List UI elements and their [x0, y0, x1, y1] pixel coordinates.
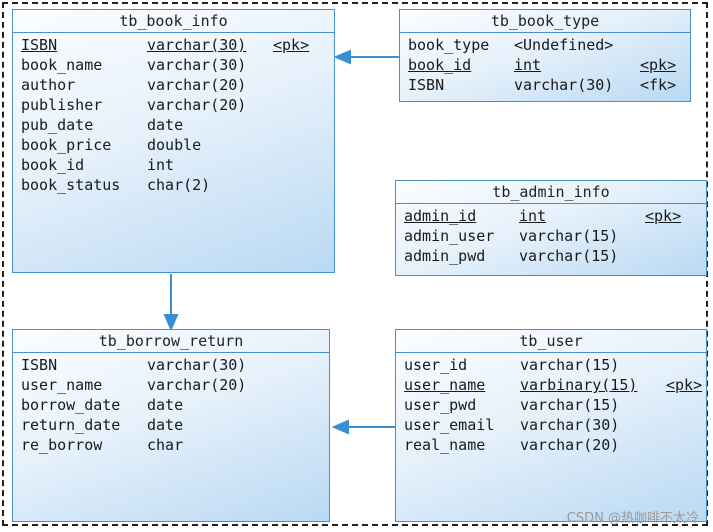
column-list: user_id varchar(15) user_name varbinary(15)…	[396, 353, 706, 455]
column-type: varchar(20)	[147, 76, 247, 94]
column-key: <pk>	[645, 207, 682, 225]
column-row: book_id int <pk>	[408, 55, 690, 75]
arrowhead-user-borrowreturn	[331, 419, 349, 435]
column-name: user_name	[404, 376, 486, 394]
column-row: book_id int	[21, 155, 334, 175]
column-name: user_pwd	[404, 396, 477, 414]
column-key: <fk>	[640, 76, 677, 94]
column-row: book_name varchar(30)	[21, 55, 334, 75]
column-type: int	[519, 207, 547, 225]
watermark: CSDN @热咖啡不太冷	[566, 511, 699, 526]
column-row: re_borrow char	[21, 435, 329, 455]
column-key: <pk>	[666, 376, 703, 394]
column-name: ISBN	[21, 36, 58, 54]
column-name: publisher	[21, 96, 103, 114]
column-name: book_name	[21, 56, 103, 74]
arrowhead-booktype-bookinfo	[333, 49, 351, 65]
column-key: <pk>	[273, 36, 310, 54]
column-type: varbinary(15)	[520, 376, 638, 394]
column-type: date	[147, 416, 184, 434]
entity-title: tb_user	[396, 330, 706, 353]
column-name: real_name	[404, 436, 486, 454]
arrowhead-bookinfo-borrowreturn	[163, 314, 179, 332]
column-row: admin_id int <pk>	[404, 206, 706, 226]
column-name: admin_pwd	[404, 247, 486, 265]
column-type: varchar(15)	[520, 356, 620, 374]
column-row: real_name varchar(20)	[404, 435, 706, 455]
column-type: varchar(20)	[147, 96, 247, 114]
column-name: user_name	[21, 376, 103, 394]
entity-title: tb_book_type	[400, 10, 690, 33]
column-type: varchar(30)	[147, 36, 247, 54]
column-row: return_date date	[21, 415, 329, 435]
column-name: admin_id	[404, 207, 477, 225]
column-row: ISBN varchar(30)	[21, 355, 329, 375]
entity-title: tb_admin_info	[396, 181, 706, 204]
column-row: book_type <Undefined>	[408, 35, 690, 55]
column-type: double	[147, 136, 202, 154]
column-type: varchar(30)	[147, 56, 247, 74]
column-row: user_pwd varchar(15)	[404, 395, 706, 415]
column-name: book_price	[21, 136, 112, 154]
column-name: borrow_date	[21, 396, 121, 414]
column-row: user_name varbinary(15) <pk>	[404, 375, 706, 395]
entity-tb-user: tb_user user_id varchar(15) user_name varbi…	[395, 329, 707, 522]
column-row: borrow_date date	[21, 395, 329, 415]
column-row: book_status char(2)	[21, 175, 334, 195]
column-row: user_id varchar(15)	[404, 355, 706, 375]
column-key: <pk>	[640, 56, 677, 74]
column-row: publisher varchar(20)	[21, 95, 334, 115]
column-name: book_id	[21, 156, 85, 174]
column-name: pub_date	[21, 116, 94, 134]
column-row: admin_pwd varchar(15)	[404, 246, 706, 266]
column-type: char(2)	[147, 176, 211, 194]
column-type: varchar(30)	[520, 416, 620, 434]
column-type: varchar(20)	[147, 376, 247, 394]
column-row: pub_date date	[21, 115, 334, 135]
column-row: book_price double	[21, 135, 334, 155]
column-name: admin_user	[404, 227, 495, 245]
column-type: char	[147, 436, 184, 454]
column-name: author	[21, 76, 76, 94]
column-name: return_date	[21, 416, 121, 434]
column-type: date	[147, 396, 184, 414]
entity-title: tb_book_info	[13, 10, 334, 33]
column-name: user_id	[404, 356, 468, 374]
column-name: user_email	[404, 416, 495, 434]
column-name: ISBN	[21, 356, 58, 374]
column-name: book_type	[408, 36, 490, 54]
column-row: admin_user varchar(15)	[404, 226, 706, 246]
column-name: book_id	[408, 56, 472, 74]
column-row: ISBN varchar(30) <pk>	[21, 35, 334, 55]
column-type: varchar(30)	[514, 76, 614, 94]
column-type: int	[147, 156, 175, 174]
column-type: varchar(15)	[519, 247, 619, 265]
diagram-frame	[2, 2, 708, 526]
column-list: book_type <Undefined> book_id int <pk> ISBN va…	[400, 33, 690, 95]
column-name: ISBN	[408, 76, 445, 94]
entity-title: tb_borrow_return	[13, 330, 329, 353]
column-type: int	[514, 56, 542, 74]
column-type: varchar(15)	[519, 227, 619, 245]
column-type: <Undefined>	[514, 36, 614, 54]
column-name: re_borrow	[21, 436, 103, 454]
column-type: varchar(30)	[147, 356, 247, 374]
column-row: ISBN varchar(30) <fk>	[408, 75, 690, 95]
entity-tb-book-type: tb_book_type book_type<Undefined>book_id…	[399, 9, 691, 102]
column-type: date	[147, 116, 184, 134]
column-type: varchar(15)	[520, 396, 620, 414]
column-row: user_name varchar(20)	[21, 375, 329, 395]
column-name: book_status	[21, 176, 121, 194]
column-type: varchar(20)	[520, 436, 620, 454]
column-row: author varchar(20)	[21, 75, 334, 95]
column-row: user_email varchar(30)	[404, 415, 706, 435]
